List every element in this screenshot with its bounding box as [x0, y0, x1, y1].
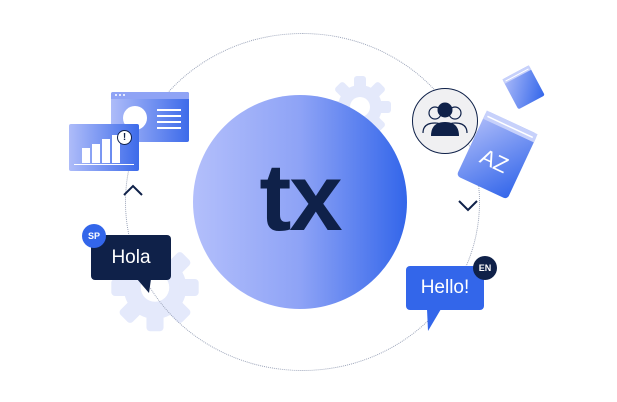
target-text-bubble: Hello! — [406, 266, 484, 310]
alert-icon: ! — [117, 130, 132, 145]
bubble-tail — [137, 279, 151, 293]
chevron-down-icon[interactable] — [457, 199, 479, 213]
language-badge-en: EN — [473, 256, 497, 280]
chevron-up-icon[interactable] — [122, 183, 144, 197]
hub-label: tx — [259, 144, 342, 251]
book-icon — [502, 65, 545, 109]
source-text-bubble: Hola — [91, 235, 171, 280]
language-badge-sp: SP — [82, 224, 106, 248]
users-group-icon — [412, 88, 478, 154]
dictionary-icon: AZ — [457, 110, 538, 199]
orbit-ring — [125, 33, 480, 371]
bubble-tail — [427, 309, 441, 331]
tx-logo-hub: tx — [193, 95, 407, 309]
target-text: Hello! — [420, 277, 470, 298]
source-text: Hola — [111, 246, 151, 268]
